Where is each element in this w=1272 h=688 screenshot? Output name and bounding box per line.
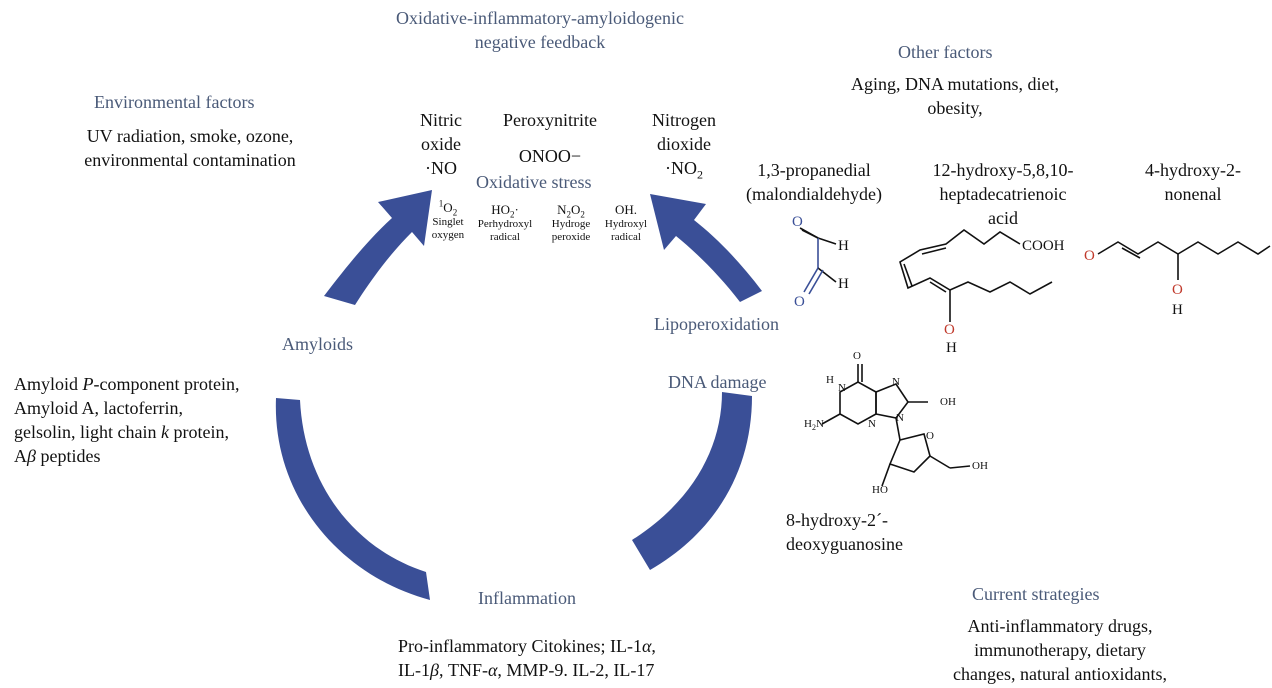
inflammation-label: Inflammation <box>478 588 576 608</box>
singlet-oxygen: 1O2 Singlet oxygen <box>431 198 465 241</box>
dna-damage-label: DNA damage <box>668 372 767 392</box>
hne-structure <box>1097 241 1271 280</box>
hne-label: 4-hydroxy-2- nonenal <box>1145 160 1241 204</box>
ohdg-oh1: OH <box>940 396 956 408</box>
ohdg-o-top: O <box>853 350 861 362</box>
perhydroxyl-radical: HO2· Perhydroxyl radical <box>477 202 533 243</box>
mda-h1: H <box>838 238 849 254</box>
environmental-text: UV radiation, smoke, ozone, environmenta… <box>84 126 296 170</box>
other-heading: Other factors <box>898 42 993 62</box>
peroxynitrite: Peroxynitrite ONOO− <box>503 110 597 166</box>
arc-bottom-right <box>632 392 752 570</box>
hydroxyl-radical: OH. Hydroxyl radical <box>604 202 648 243</box>
ohdg-n2: N <box>892 376 900 388</box>
oxidative-stress: Oxidative stress <box>476 172 592 192</box>
arrow-top-right <box>650 194 762 302</box>
arc-bottom-left <box>275 398 430 600</box>
ohdg-h2n: H2N <box>804 418 824 433</box>
ohdg-oh2: OH <box>972 460 988 472</box>
hydrogen-peroxide: N2O2 Hydroge peroxide <box>551 202 591 243</box>
other-text: Aging, DNA mutations, diet, obesity, <box>851 74 1059 118</box>
hete-cooh: COOH <box>1022 238 1065 254</box>
ohdg-n4: N <box>868 418 876 430</box>
mda-h2: H <box>838 276 849 292</box>
inflammation-list: Pro-inflammatory Citokines; IL-1α, IL-1β… <box>398 636 656 680</box>
nitric-oxide: Nitric oxide ·NO <box>420 110 462 178</box>
ohdg-ho: HO <box>872 484 888 496</box>
hne-o2: O <box>1172 282 1183 298</box>
hete-o: O <box>944 322 955 338</box>
malondialdehyde-structure <box>799 227 837 295</box>
malondialdehyde-label: 1,3-propanedial (malondialdehyde) <box>746 160 882 204</box>
hne-h: H <box>1172 302 1183 318</box>
ohdg-structure <box>821 364 971 487</box>
ohdg-h: H <box>826 374 834 386</box>
hete-structure <box>899 229 1053 322</box>
environmental-heading: Environmental factors <box>94 92 255 112</box>
ohdg-n3: N <box>896 412 904 424</box>
lipoperoxidation-label: Lipoperoxidation <box>654 314 779 334</box>
hete-label: 12-hydroxy-5,8,10- heptadecatrienoic aci… <box>932 160 1074 228</box>
ohdg-o-ring: O <box>926 430 934 442</box>
strategies-text: Anti-inflammatory drugs, immunotherapy, … <box>953 616 1167 684</box>
diagram-title: Oxidative-inflammatory-amyloidogenic neg… <box>396 8 684 52</box>
strategies-heading: Current strategies <box>972 584 1100 604</box>
mda-o2: O <box>794 294 805 310</box>
hete-h: H <box>946 340 957 356</box>
ohdg-n1: N <box>838 382 846 394</box>
ohdg-label: 8-hydroxy-2´- deoxyguanosine <box>786 510 903 554</box>
arrow-top-left <box>324 190 432 305</box>
amyloids-label: Amyloids <box>282 334 354 354</box>
nitrogen-dioxide: Nitrogen dioxide ·NO2 <box>652 110 716 182</box>
hne-o1: O <box>1084 248 1095 264</box>
amyloids-list: Amyloid P-component protein, Amyloid A, … <box>14 374 240 466</box>
mda-o1: O <box>792 214 803 230</box>
